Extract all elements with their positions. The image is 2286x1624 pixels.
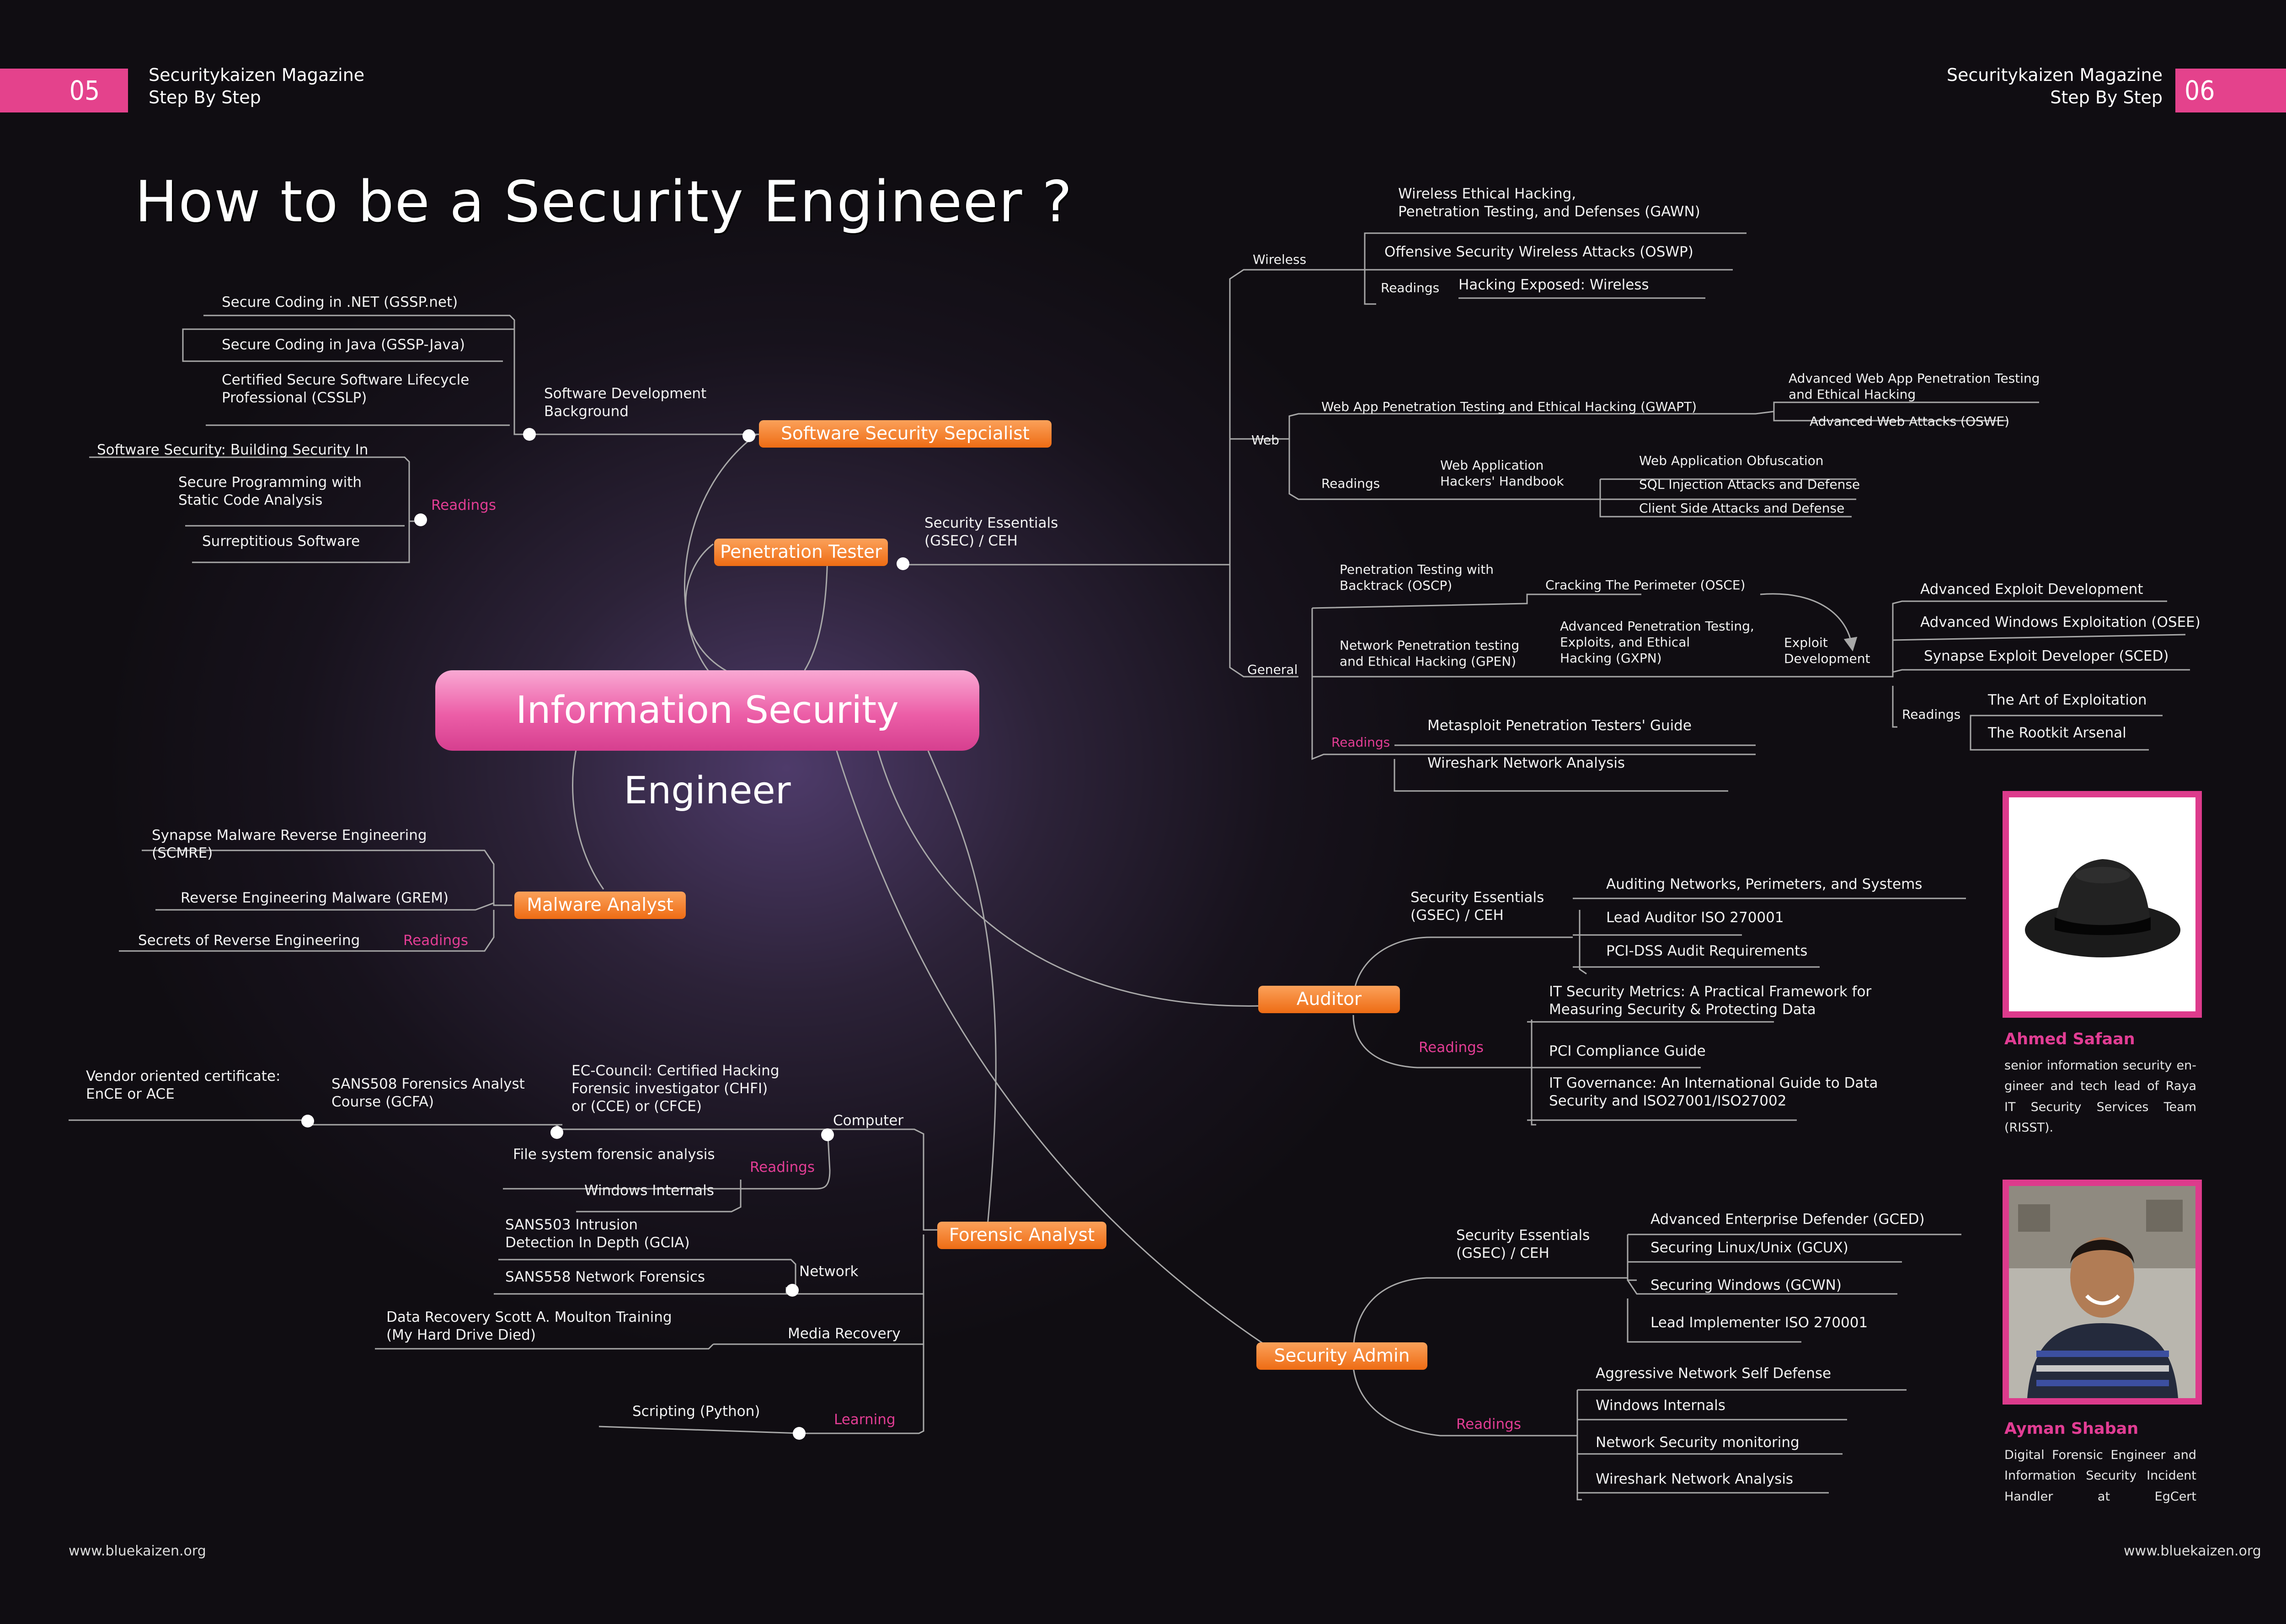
node-penetration-tester: Penetration Tester [714, 539, 888, 566]
page-number-right: 06 [2175, 69, 2286, 112]
secadmin-reading: Network Security monitoring [1596, 1434, 1800, 1451]
software-item: Certified Secure Software Lifecycle Prof… [222, 372, 470, 406]
general-osce: Cracking The Perimeter (OSCE) [1545, 577, 1746, 593]
auditor-reading: IT Governance: An International Guide to… [1549, 1075, 1878, 1109]
author-description: Digital Forensic Engineer and Informatio… [2004, 1448, 2196, 1504]
wireless-label: Wireless [1253, 252, 1307, 267]
secadmin-reading: Windows Internals [1596, 1397, 1725, 1414]
software-reading: Surreptitious Software [202, 533, 360, 550]
software-reading: Secure Programming with Static Code Anal… [178, 474, 362, 508]
node-software-security-specialist: Software Security Sepcialist [759, 420, 1052, 448]
software-dev-background: Software Development Background [544, 385, 707, 420]
author-photo-ahmed [2003, 791, 2202, 1018]
page-title: How to be a Security Engineer ? [135, 169, 1073, 235]
page-number-left: 05 [0, 69, 128, 112]
portrait-icon [2009, 1186, 2195, 1398]
author-photo-ayman [2003, 1180, 2202, 1405]
exploit-reading: The Rootkit Arsenal [1988, 725, 2126, 741]
general-label: General [1247, 662, 1298, 677]
pentest-essentials: Security Essentials (GSEC) / CEH [924, 515, 1058, 549]
malware-item: Synapse Malware Reverse Engineering (SCM… [152, 827, 427, 861]
software-readings-label: Readings [431, 497, 496, 513]
forensic-gcia: SANS503 Intrusion Detection In Depth (GC… [505, 1217, 690, 1251]
hat-icon [2009, 797, 2195, 1011]
exploit-reading: The Art of Exploitation [1988, 692, 2147, 708]
node-security-admin: Security Admin [1256, 1342, 1427, 1370]
software-item: Secure Coding in .NET (GSSP.net) [222, 294, 458, 310]
forensic-readings-label: Readings [750, 1159, 815, 1175]
web-label: Web [1251, 433, 1280, 448]
general-oscp: Penetration Testing with Backtrack (OSCP… [1340, 562, 1494, 593]
secadmin-item: Lead Implementer ISO 270001 [1650, 1314, 1868, 1331]
author-name: Ahmed Safaan [2004, 1030, 2135, 1048]
web-advanced-1: Advanced Web App Penetration Testing and… [1789, 371, 2040, 402]
exploit-item: Advanced Exploit Development [1920, 581, 2143, 598]
forensic-learning: Learning [834, 1411, 896, 1428]
author-name: Ayman Shaban [2004, 1420, 2139, 1438]
forensic-gcfa: SANS508 Forensics Analyst Course (GCFA) [331, 1076, 525, 1110]
footer-url-right[interactable]: www.bluekaizen.org [2124, 1543, 2261, 1559]
center-node: Information Security Engineer [435, 670, 979, 812]
forensic-reading: File system forensic analysis [513, 1146, 715, 1163]
secadmin-item: Advanced Enterprise Defender (GCED) [1650, 1211, 1925, 1228]
exploit-development: Exploit Development [1784, 635, 1870, 666]
web-reading: Web Application Obfuscation [1639, 453, 1824, 468]
web-reading: Client Side Attacks and Defense [1639, 501, 1845, 516]
wireless-readings-label: Readings [1381, 280, 1440, 295]
connector-dots [301, 428, 909, 1440]
footer-url-left[interactable]: www.bluekaizen.org [69, 1543, 206, 1559]
forensic-network: Network [799, 1263, 859, 1280]
node-forensic-analyst: Forensic Analyst [937, 1222, 1106, 1249]
auditor-item: Auditing Networks, Perimeters, and Syste… [1606, 876, 1923, 892]
web-gwapt: Web App Penetration Testing and Ethical … [1321, 399, 1697, 414]
malware-reading: Secrets of Reverse Engineering [138, 932, 360, 949]
node-auditor: Auditor [1258, 986, 1400, 1013]
wireless-reading: Hacking Exposed: Wireless [1458, 277, 1649, 293]
secadmin-reading: Aggressive Network Self Defense [1596, 1365, 1832, 1382]
secadmin-reading: Wireshark Network Analysis [1596, 1471, 1794, 1487]
software-reading: Software Security: Building Security In [97, 442, 369, 458]
forensic-sans558: SANS558 Network Forensics [505, 1269, 705, 1285]
general-reading: Metasploit Penetration Testers' Guide [1427, 717, 1692, 734]
exploit-readings-label: Readings [1902, 707, 1961, 722]
wireless-item: Offensive Security Wireless Attacks (OSW… [1384, 244, 1693, 260]
web-handbook: Web Application Hackers' Handbook [1440, 458, 1564, 489]
secadmin-item: Securing Linux/Unix (GCUX) [1650, 1239, 1848, 1256]
malware-readings-label: Readings [403, 932, 468, 949]
malware-item: Reverse Engineering Malware (GREM) [181, 890, 449, 906]
auditor-readings-label: Readings [1419, 1039, 1484, 1056]
auditor-reading: PCI Compliance Guide [1549, 1043, 1706, 1059]
auditor-reading: IT Security Metrics: A Practical Framewo… [1549, 983, 1872, 1018]
general-gpen: Network Penetration testing and Ethical … [1340, 638, 1520, 669]
general-gxpn: Advanced Penetration Testing, Exploits, … [1560, 619, 1754, 666]
forensic-computer: Computer [833, 1112, 904, 1129]
forensic-reading: Windows Internals [584, 1182, 714, 1199]
auditor-item: PCI-DSS Audit Requirements [1606, 943, 1808, 959]
forensic-media-recovery: Media Recovery [788, 1325, 901, 1342]
exploit-item: Synapse Exploit Developer (SCED) [1924, 648, 2169, 664]
web-readings-label: Readings [1321, 476, 1380, 491]
general-readings-label: Readings [1331, 735, 1390, 750]
forensic-chfi: EC-Council: Certified Hacking Forensic i… [572, 1063, 780, 1115]
forensic-scripting: Scripting (Python) [632, 1403, 760, 1420]
wireless-item: Wireless Ethical Hacking, Penetration Te… [1398, 186, 1700, 220]
software-item: Secure Coding in Java (GSSP-Java) [222, 337, 465, 353]
node-malware-analyst: Malware Analyst [514, 892, 686, 919]
forensic-recovery-training: Data Recovery Scott A. Moulton Training … [386, 1309, 672, 1343]
auditor-essentials: Security Essentials (GSEC) / CEH [1410, 889, 1544, 924]
forensic-vendor: Vendor oriented certificate: EnCE or ACE [86, 1068, 281, 1102]
secadmin-item: Securing Windows (GCWN) [1650, 1277, 1842, 1293]
secadmin-readings-label: Readings [1456, 1416, 1521, 1432]
web-advanced-2: Advanced Web Attacks (OSWE) [1810, 414, 2010, 429]
exploit-item: Advanced Windows Exploitation (OSEE) [1920, 614, 2201, 630]
general-reading: Wireshark Network Analysis [1427, 755, 1625, 771]
author-description: senior information security en- gineer a… [2004, 1058, 2196, 1135]
auditor-item: Lead Auditor ISO 270001 [1606, 909, 1784, 926]
secadmin-essentials: Security Essentials (GSEC) / CEH [1456, 1227, 1590, 1261]
web-reading: SQL Injection Attacks and Defense [1639, 477, 1860, 492]
